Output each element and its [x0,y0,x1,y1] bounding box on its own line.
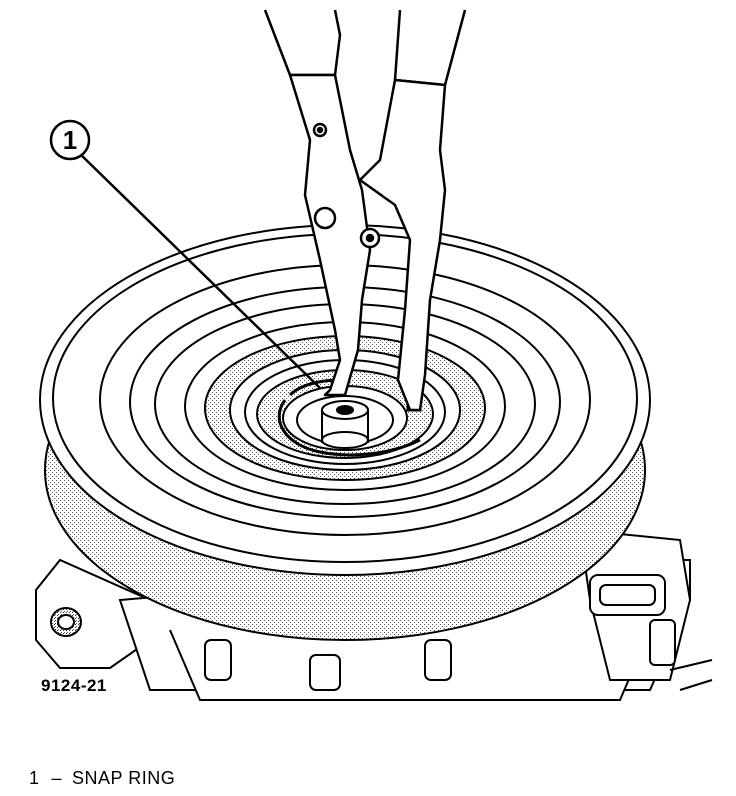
callout-1: 1 [49,119,321,389]
legend-item-dash: – [51,768,63,788]
legend: 1–SNAP RING [29,768,175,789]
legend-item-number: 1 [29,768,40,788]
illustration: 1 [35,9,713,701]
figure-number: 9124-21 [41,676,107,695]
legend-item-label: SNAP RING [72,768,176,788]
clutch-hub [244,359,446,465]
snap-ring-pliers [263,9,467,412]
callout-number: 1 [63,125,77,155]
